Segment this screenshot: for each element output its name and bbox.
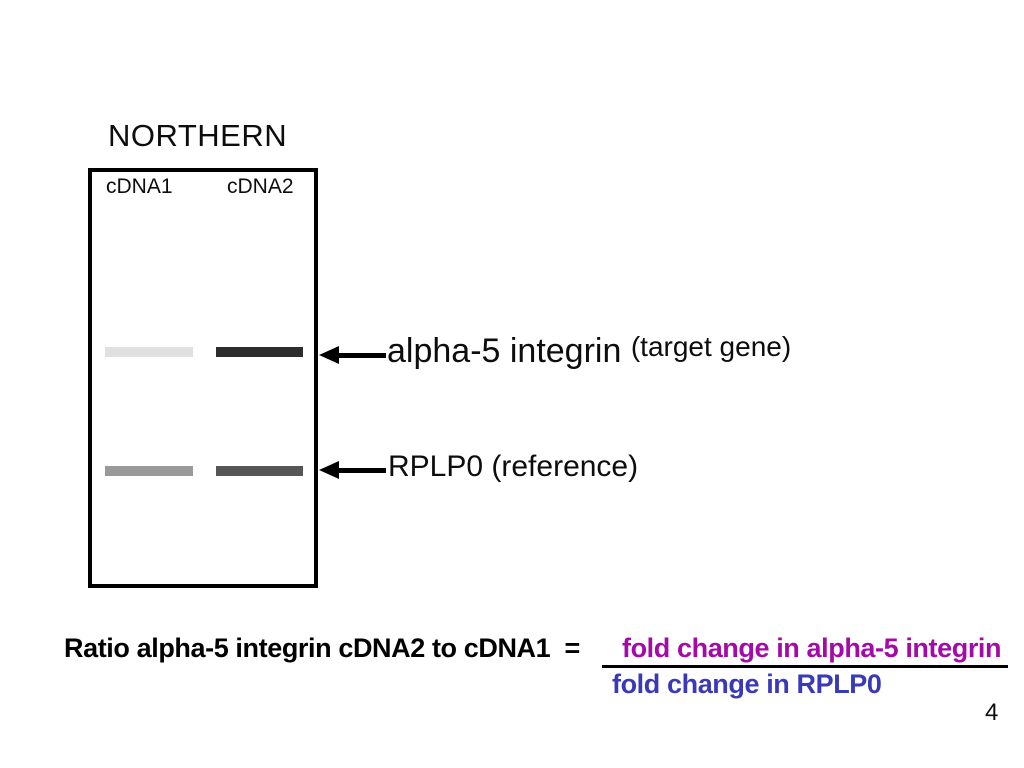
formula-numerator: fold change in alpha-5 integrin: [622, 633, 1002, 663]
gel-box: [88, 168, 318, 588]
annotation-alpha5: alpha-5 integrin (target gene): [387, 331, 792, 370]
formula-denominator: fold change in RPLP0: [612, 669, 882, 699]
arrow-shaft: [336, 353, 386, 358]
lane-label-cdna2: cDNA2: [227, 175, 294, 198]
band-alpha5-cdna2: [216, 347, 303, 357]
annotation-rplp0: RPLP0 (reference): [388, 450, 639, 483]
band-rplp0-cdna1: [105, 466, 193, 476]
band-rplp0-cdna2: [216, 466, 303, 476]
page-number: 4: [985, 699, 999, 726]
lane-label-cdna1: cDNA1: [106, 175, 173, 198]
annotation-alpha5-main: alpha-5 integrin: [387, 332, 622, 370]
band-alpha5-cdna1: [105, 347, 193, 357]
annotation-alpha5-note: (target gene): [630, 331, 792, 362]
left-arrow-head-icon: [319, 461, 339, 479]
formula-lhs: Ratio alpha-5 integrin cDNA2 to cDNA1 =: [64, 633, 580, 663]
arrow-shaft: [336, 468, 386, 473]
left-arrow-head-icon: [319, 346, 339, 364]
fraction-bar: [602, 665, 1008, 668]
slide-title: NORTHERN: [108, 118, 288, 153]
